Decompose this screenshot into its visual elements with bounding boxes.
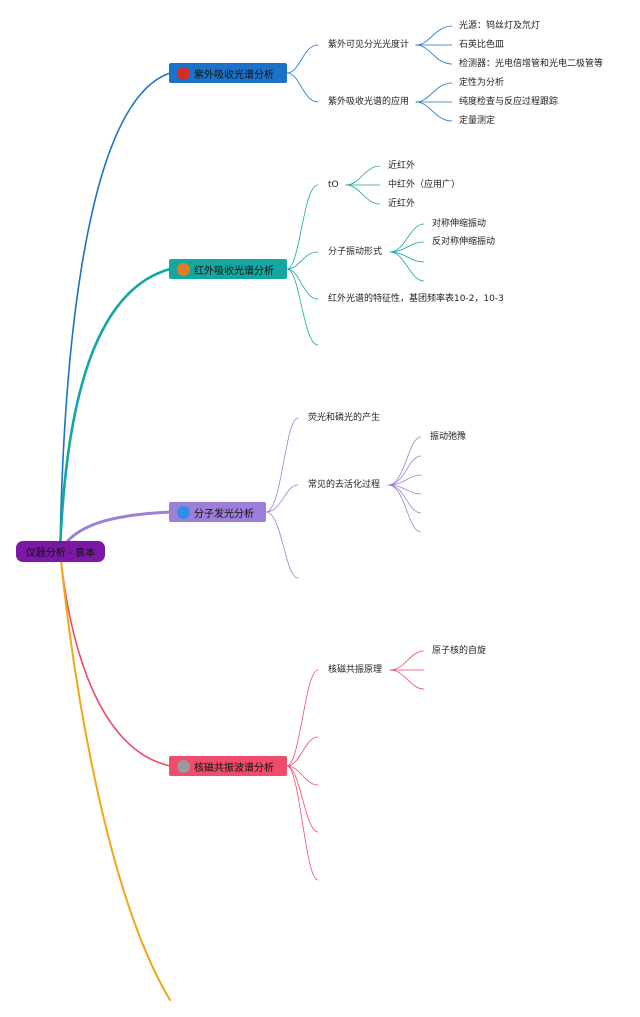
branch-marker-icon	[177, 262, 190, 276]
branch-uv-absorption[interactable]: 紫外吸收光谱分析	[169, 63, 287, 83]
root-to-branch-ir	[58, 267, 172, 553]
root-label: 仪器分析 · 袁本	[25, 548, 96, 559]
node-mid-ir[interactable]: 中红外（应用广）	[388, 180, 461, 190]
node-qualitative[interactable]: 定性为分析	[459, 78, 505, 88]
branch-label: 核磁共振波谱分析	[194, 762, 274, 774]
node-light-source[interactable]: 光源：钨丝灯及氘灯	[459, 21, 541, 31]
node-near-ir-1[interactable]: 近红外	[388, 161, 416, 171]
branch-label: 分子发光分析	[194, 508, 254, 520]
node-vibrational-relaxation[interactable]: 振动弛豫	[430, 432, 467, 442]
root-to-empty-branch	[59, 550, 171, 1001]
node-quartz-cuvette[interactable]: 石英比色皿	[459, 40, 505, 50]
branch-marker-icon	[177, 759, 190, 773]
root-to-branch-uv	[59, 72, 171, 552]
branch-marker-icon	[177, 505, 190, 519]
node-nmr-principle[interactable]: 核磁共振原理	[328, 665, 383, 675]
node-uv-application[interactable]: 紫外吸收光谱的应用	[328, 97, 410, 107]
node-near-ir-2[interactable]: 近红外	[388, 199, 416, 209]
node-symmetric-stretch[interactable]: 对称伸缩振动	[432, 219, 487, 229]
node-deactivation[interactable]: 常见的去活化过程	[308, 480, 381, 490]
node-fluorescence-origin[interactable]: 荧光和磷光的产生	[308, 413, 381, 423]
node-ir-characteristics[interactable]: 红外光谱的特征性，基团频率表10-2，10-3	[328, 294, 504, 304]
branch-ir-absorption[interactable]: 红外吸收光谱分析	[169, 259, 287, 279]
branch-molecular-luminescence[interactable]: 分子发光分析	[169, 502, 266, 522]
node-uv-spectrophotometer[interactable]: 紫外可见分光光度计	[328, 40, 410, 50]
root-node[interactable]: 仪器分析 · 袁本	[16, 541, 105, 562]
node-antisymmetric-stretch[interactable]: 反对称伸缩振动	[432, 237, 496, 247]
node-purity-check[interactable]: 纯度检查与反应过程跟踪	[459, 97, 559, 107]
node-vibration-modes[interactable]: 分子振动形式	[328, 247, 383, 257]
node-quantitative[interactable]: 定量测定	[459, 116, 496, 126]
node-detector[interactable]: 检测器：光电倍增管和光电二极管等	[459, 59, 604, 69]
branch-label: 红外吸收光谱分析	[194, 265, 274, 277]
node-ir-range[interactable]: tO	[328, 180, 339, 190]
branch-label: 紫外吸收光谱分析	[194, 69, 274, 81]
root-to-branch-nmr	[59, 550, 171, 767]
node-nuclear-spin[interactable]: 原子核的自旋	[432, 646, 487, 656]
branch-marker-icon	[177, 66, 190, 80]
branch-nmr[interactable]: 核磁共振波谱分析	[169, 756, 287, 776]
